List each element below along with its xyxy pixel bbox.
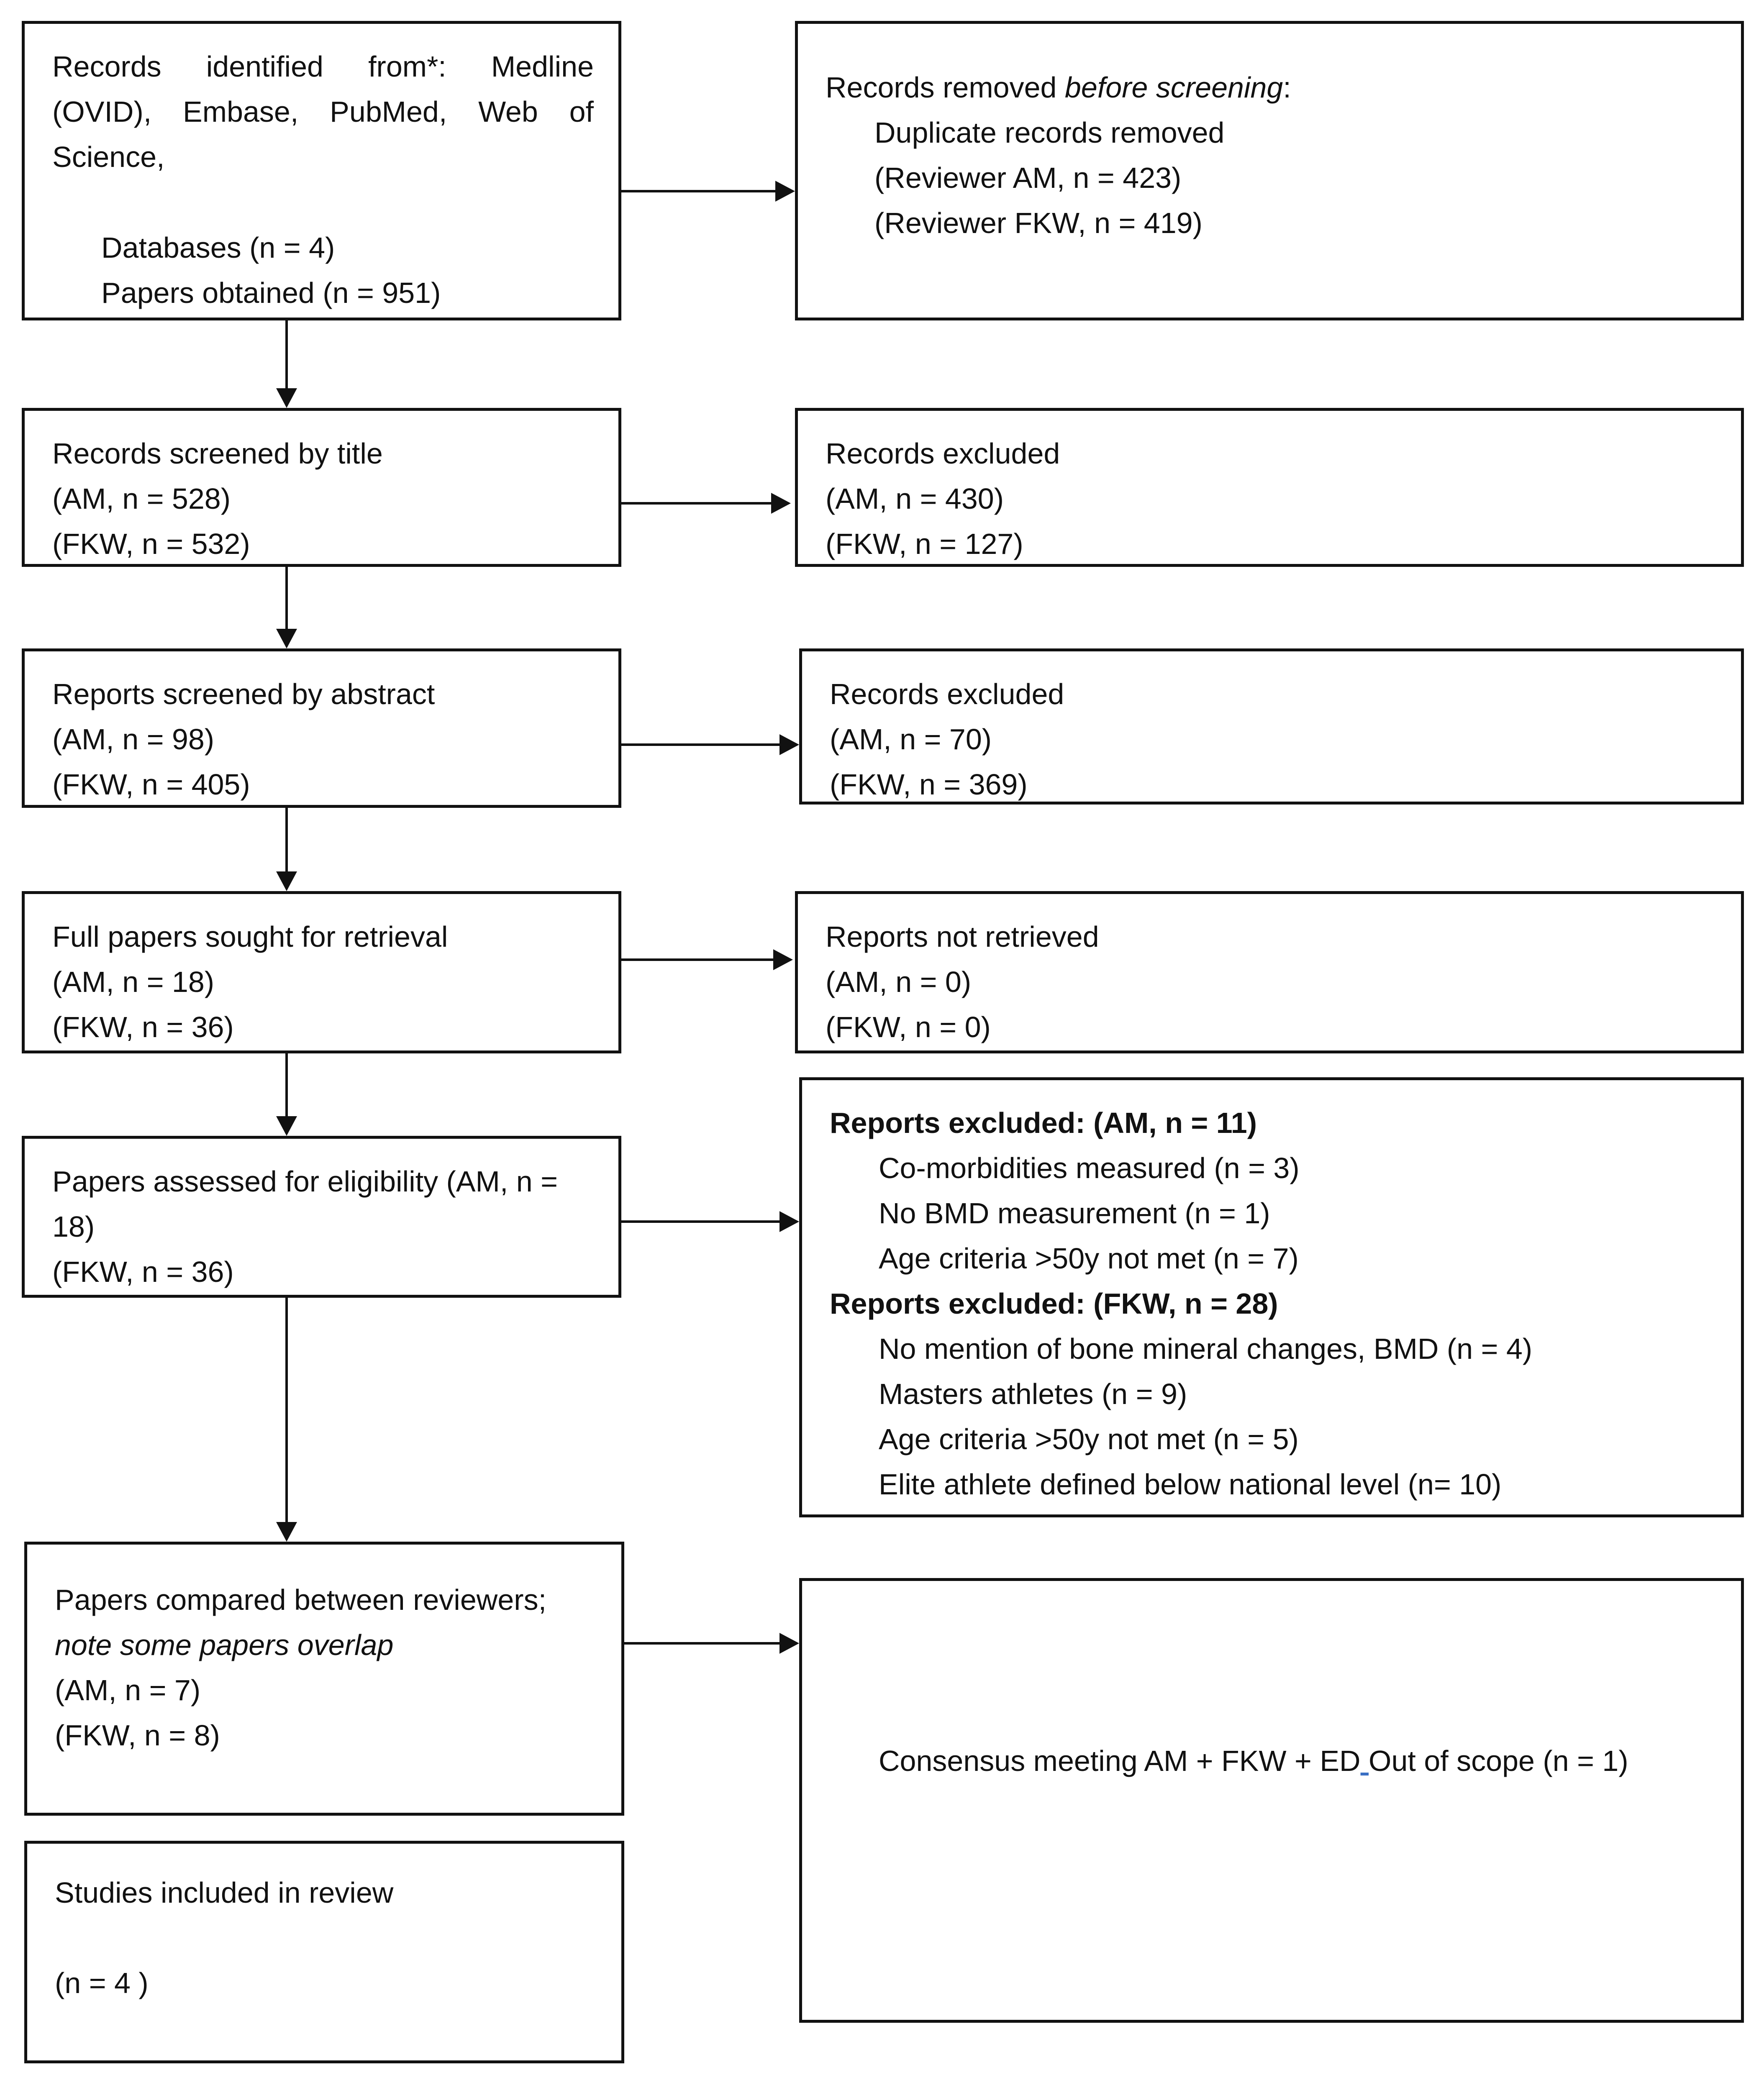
arrowhead-right-1 [775,181,795,202]
abstract-excluded-label: Records excluded [830,678,1064,710]
eligibility-excluded-box: Reports excluded: (AM, n = 11) Co-morbid… [799,1077,1744,1517]
fkw-excluded-item: Elite athlete defined below national lev… [879,1468,1502,1501]
records-identified-line3: Science, [52,141,165,173]
fkw-excluded-item: Masters athletes (n = 9) [879,1378,1187,1410]
records-identified-box: Records identified from*: Medline (OVID)… [22,21,621,320]
consensus-meeting-text: Consensus meeting AM + FKW + ED [879,1745,1361,1777]
records-identified-line1: Records identified from*: Medline [52,52,594,81]
word: from*: [368,50,446,83]
comparison-note: note some papers overlap [55,1629,394,1661]
title-text: Records removed [826,71,1065,104]
duplicates-am: (Reviewer AM, n = 423) [874,161,1182,194]
am-excluded-item: No BMD measurement (n = 1) [879,1197,1270,1230]
abstract-excluded-am: (AM, n = 70) [830,723,992,756]
title-excluded-label: Records excluded [826,437,1060,470]
included-count: (n = 4 ) [55,1967,149,1999]
word: identified [206,50,323,83]
comparison-am: (AM, n = 7) [55,1674,201,1706]
arrowhead-down-1 [276,388,297,408]
comparison-label: Papers compared between reviewers; [55,1583,547,1616]
consensus-text: Consensus meeting AM + FKW + ED Out of s… [879,1746,1628,1776]
arrowhead-down-5 [276,1522,297,1542]
arrowhead-down-2 [276,629,297,648]
abstract-screened-box: Reports screened by abstract (AM, n = 98… [22,648,621,808]
not-retrieved-label: Reports not retrieved [826,920,1099,953]
duplicates-fkw: (Reviewer FKW, n = 419) [874,207,1202,239]
not-retrieved-box: Reports not retrieved (AM, n = 0) (FKW, … [795,891,1744,1053]
abstract-excluded-box: Records excluded (AM, n = 70) (FKW, n = … [799,648,1744,805]
included-label: Studies included in review [55,1876,394,1909]
am-excluded-item: Age criteria >50y not met (n = 7) [879,1242,1299,1275]
word: Web [478,95,538,128]
word: of [569,95,594,128]
word: PubMed, [330,95,447,128]
eligibility-box: Papers assessed for eligibility (AM, n =… [22,1136,621,1298]
arrowhead-down-3 [276,871,297,891]
word: Medline [491,50,594,83]
consensus-box: Consensus meeting AM + FKW + ED Out of s… [799,1578,1744,2023]
title-italic-text: before screening [1064,71,1283,104]
title-excluded-fkw: (FKW, n = 127) [826,528,1023,560]
arrowhead-right-2 [771,493,791,514]
not-retrieved-am: (AM, n = 0) [826,966,972,998]
comparison-box: Papers compared between reviewers; note … [24,1542,624,1816]
arrowhead-right-6 [779,1633,799,1654]
am-excluded-item: Co-morbidities measured (n = 3) [879,1152,1300,1184]
eligibility-label: Papers assessed for eligibility (AM, n = [52,1165,558,1198]
abstract-screened-fkw: (FKW, n = 405) [52,768,250,801]
fkw-excluded-heading: Reports excluded: (FKW, n = 28) [830,1287,1278,1320]
arrowhead-right-3 [779,734,799,755]
title-screened-am: (AM, n = 528) [52,482,231,515]
underline-mark [1361,1745,1369,1777]
title-screened-label: Records screened by title [52,437,383,470]
am-excluded-heading: Reports excluded: (AM, n = 11) [830,1107,1257,1139]
out-of-scope-text: Out of scope (n = 1) [1369,1745,1628,1777]
arrowhead-down-4 [276,1116,297,1136]
duplicates-label: Duplicate records removed [874,116,1225,149]
records-removed-box: Records removed before screening: Duplic… [795,21,1744,320]
word: Records [52,50,162,83]
title-suffix: : [1283,71,1291,104]
fkw-excluded-item: Age criteria >50y not met (n = 5) [879,1423,1299,1455]
title-screened-box: Records screened by title (AM, n = 528) … [22,408,621,567]
abstract-screened-am: (AM, n = 98) [52,723,215,756]
retrieval-label: Full papers sought for retrieval [52,920,448,953]
papers-obtained-count: Papers obtained (n = 951) [101,277,441,309]
eligibility-fkw: (FKW, n = 36) [52,1255,234,1288]
arrowhead-right-5 [779,1211,799,1232]
retrieval-am: (AM, n = 18) [52,966,215,998]
databases-count: Databases (n = 4) [101,231,335,264]
not-retrieved-fkw: (FKW, n = 0) [826,1011,991,1043]
retrieval-box: Full papers sought for retrieval (AM, n … [22,891,621,1053]
included-box: Studies included in review (n = 4 ) [24,1841,624,2063]
records-removed-title: Records removed before screening: [826,73,1291,102]
word: Embase, [183,95,299,128]
arrowhead-right-4 [773,949,793,970]
abstract-excluded-fkw: (FKW, n = 369) [830,768,1028,801]
retrieval-fkw: (FKW, n = 36) [52,1011,234,1043]
title-screened-fkw: (FKW, n = 532) [52,528,250,560]
comparison-fkw: (FKW, n = 8) [55,1719,220,1752]
fkw-excluded-item: No mention of bone mineral changes, BMD … [879,1332,1533,1365]
eligibility-label-cont: 18) [52,1210,95,1243]
records-identified-line2: (OVID), Embase, PubMed, Web of [52,97,594,126]
word: (OVID), [52,95,152,128]
title-excluded-box: Records excluded (AM, n = 430) (FKW, n =… [795,408,1744,567]
abstract-screened-label: Reports screened by abstract [52,678,435,710]
title-excluded-am: (AM, n = 430) [826,482,1004,515]
